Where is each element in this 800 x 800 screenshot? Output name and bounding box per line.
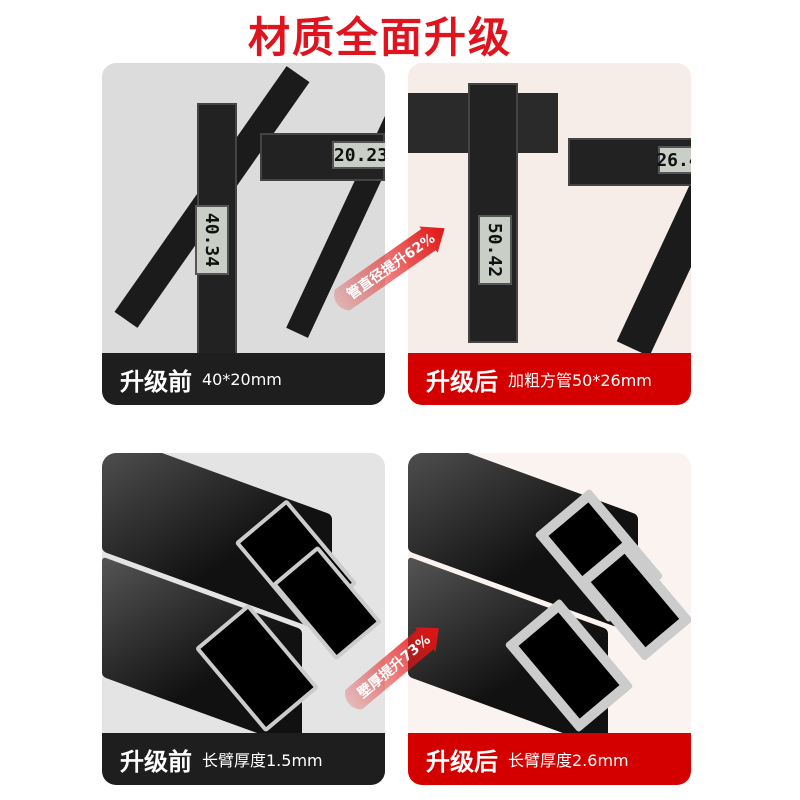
caption-label: 升级前	[120, 367, 192, 396]
caption-spec: 长臂厚度1.5mm	[202, 751, 323, 770]
after-caption: 升级后 长臂厚度2.6mm	[408, 733, 691, 785]
page-title: 材质全面升级	[247, 13, 512, 62]
caption-label: 升级后	[426, 747, 498, 776]
after-thickness-panel: 升级后 长臂厚度2.6mm	[408, 453, 691, 785]
caption-spec: 长臂厚度2.6mm	[508, 751, 629, 770]
caption-spec: 加粗方管50*26mm	[508, 371, 652, 390]
after-diameter-panel: 50.42 26.4 升级后 加粗方管50*26mm	[408, 63, 691, 405]
caliper-readout: 20.23	[332, 141, 385, 169]
before-thickness-panel: 升级前 长臂厚度1.5mm	[102, 453, 385, 785]
caliper-image	[468, 83, 518, 343]
caliper-readout: 26.4	[656, 146, 691, 174]
before-caption: 升级前 长臂厚度1.5mm	[102, 733, 385, 785]
after-caption: 升级后 加粗方管50*26mm	[408, 353, 691, 405]
caption-spec: 40*20mm	[202, 369, 282, 389]
before-diameter-panel: 40.34 20.23 升级前 40*20mm	[102, 63, 385, 405]
caption-label: 升级后	[426, 367, 498, 396]
before-caption: 升级前 40*20mm	[102, 353, 385, 405]
caliper-readout: 40.34	[195, 205, 229, 275]
caliper-readout: 50.42	[478, 215, 512, 285]
caption-label: 升级前	[120, 747, 192, 776]
